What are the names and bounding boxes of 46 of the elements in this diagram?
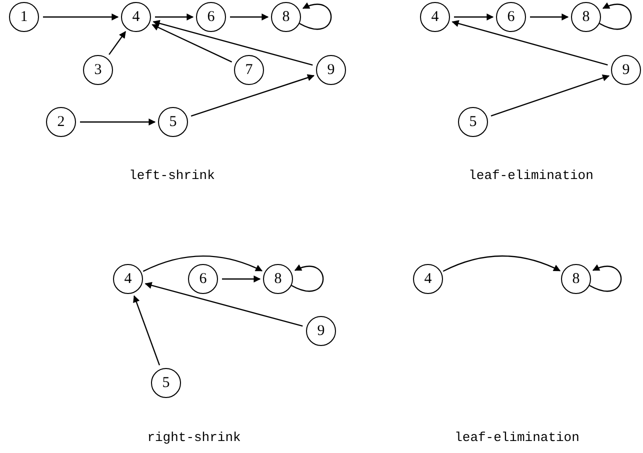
node-circle: 1 [9, 2, 39, 32]
arrow [133, 295, 160, 366]
arrow [80, 118, 156, 126]
node-circle: 6 [496, 2, 526, 32]
arrow [155, 14, 194, 20]
node-circle: 9 [306, 316, 336, 346]
arrow [530, 14, 569, 20]
arrow [230, 14, 269, 20]
caption: right-shrink [147, 430, 241, 445]
node-circle: 4 [420, 2, 450, 32]
node-circle: 8 [263, 264, 293, 294]
node-circle: 8 [561, 264, 591, 294]
arrow [442, 255, 561, 272]
caption: leaf-elimination [454, 430, 580, 445]
arrow [291, 264, 324, 292]
caption: left-shrink [129, 168, 215, 183]
node-circle: 6 [188, 264, 218, 294]
arrow [299, 2, 332, 30]
node-circle: 6 [196, 2, 226, 32]
arrow [454, 14, 494, 20]
arrow [43, 14, 119, 20]
arrow [152, 20, 313, 66]
node-circle: 4 [113, 264, 143, 294]
node-circle: 3 [83, 55, 113, 85]
node-circle: 9 [611, 55, 641, 85]
arrow [190, 74, 315, 117]
node-circle: 7 [234, 55, 264, 85]
node-circle: 5 [158, 107, 188, 137]
node-circle: 2 [46, 107, 76, 137]
node-circle: 5 [458, 107, 488, 137]
arrow [589, 264, 622, 292]
arrow [144, 282, 303, 327]
node-circle: 9 [316, 55, 346, 85]
caption: leaf-elimination [468, 168, 594, 183]
node-circle: 5 [151, 368, 181, 398]
arrow [222, 276, 261, 282]
node-circle: 8 [571, 2, 601, 32]
node-circle: 4 [413, 264, 443, 294]
node-circle: 4 [121, 2, 151, 32]
arrow [490, 74, 610, 116]
arrow [452, 20, 608, 66]
arrow [108, 31, 126, 55]
arrow [152, 24, 232, 62]
arrow [142, 255, 263, 272]
arrow [599, 2, 632, 30]
node-circle: 8 [271, 2, 301, 32]
